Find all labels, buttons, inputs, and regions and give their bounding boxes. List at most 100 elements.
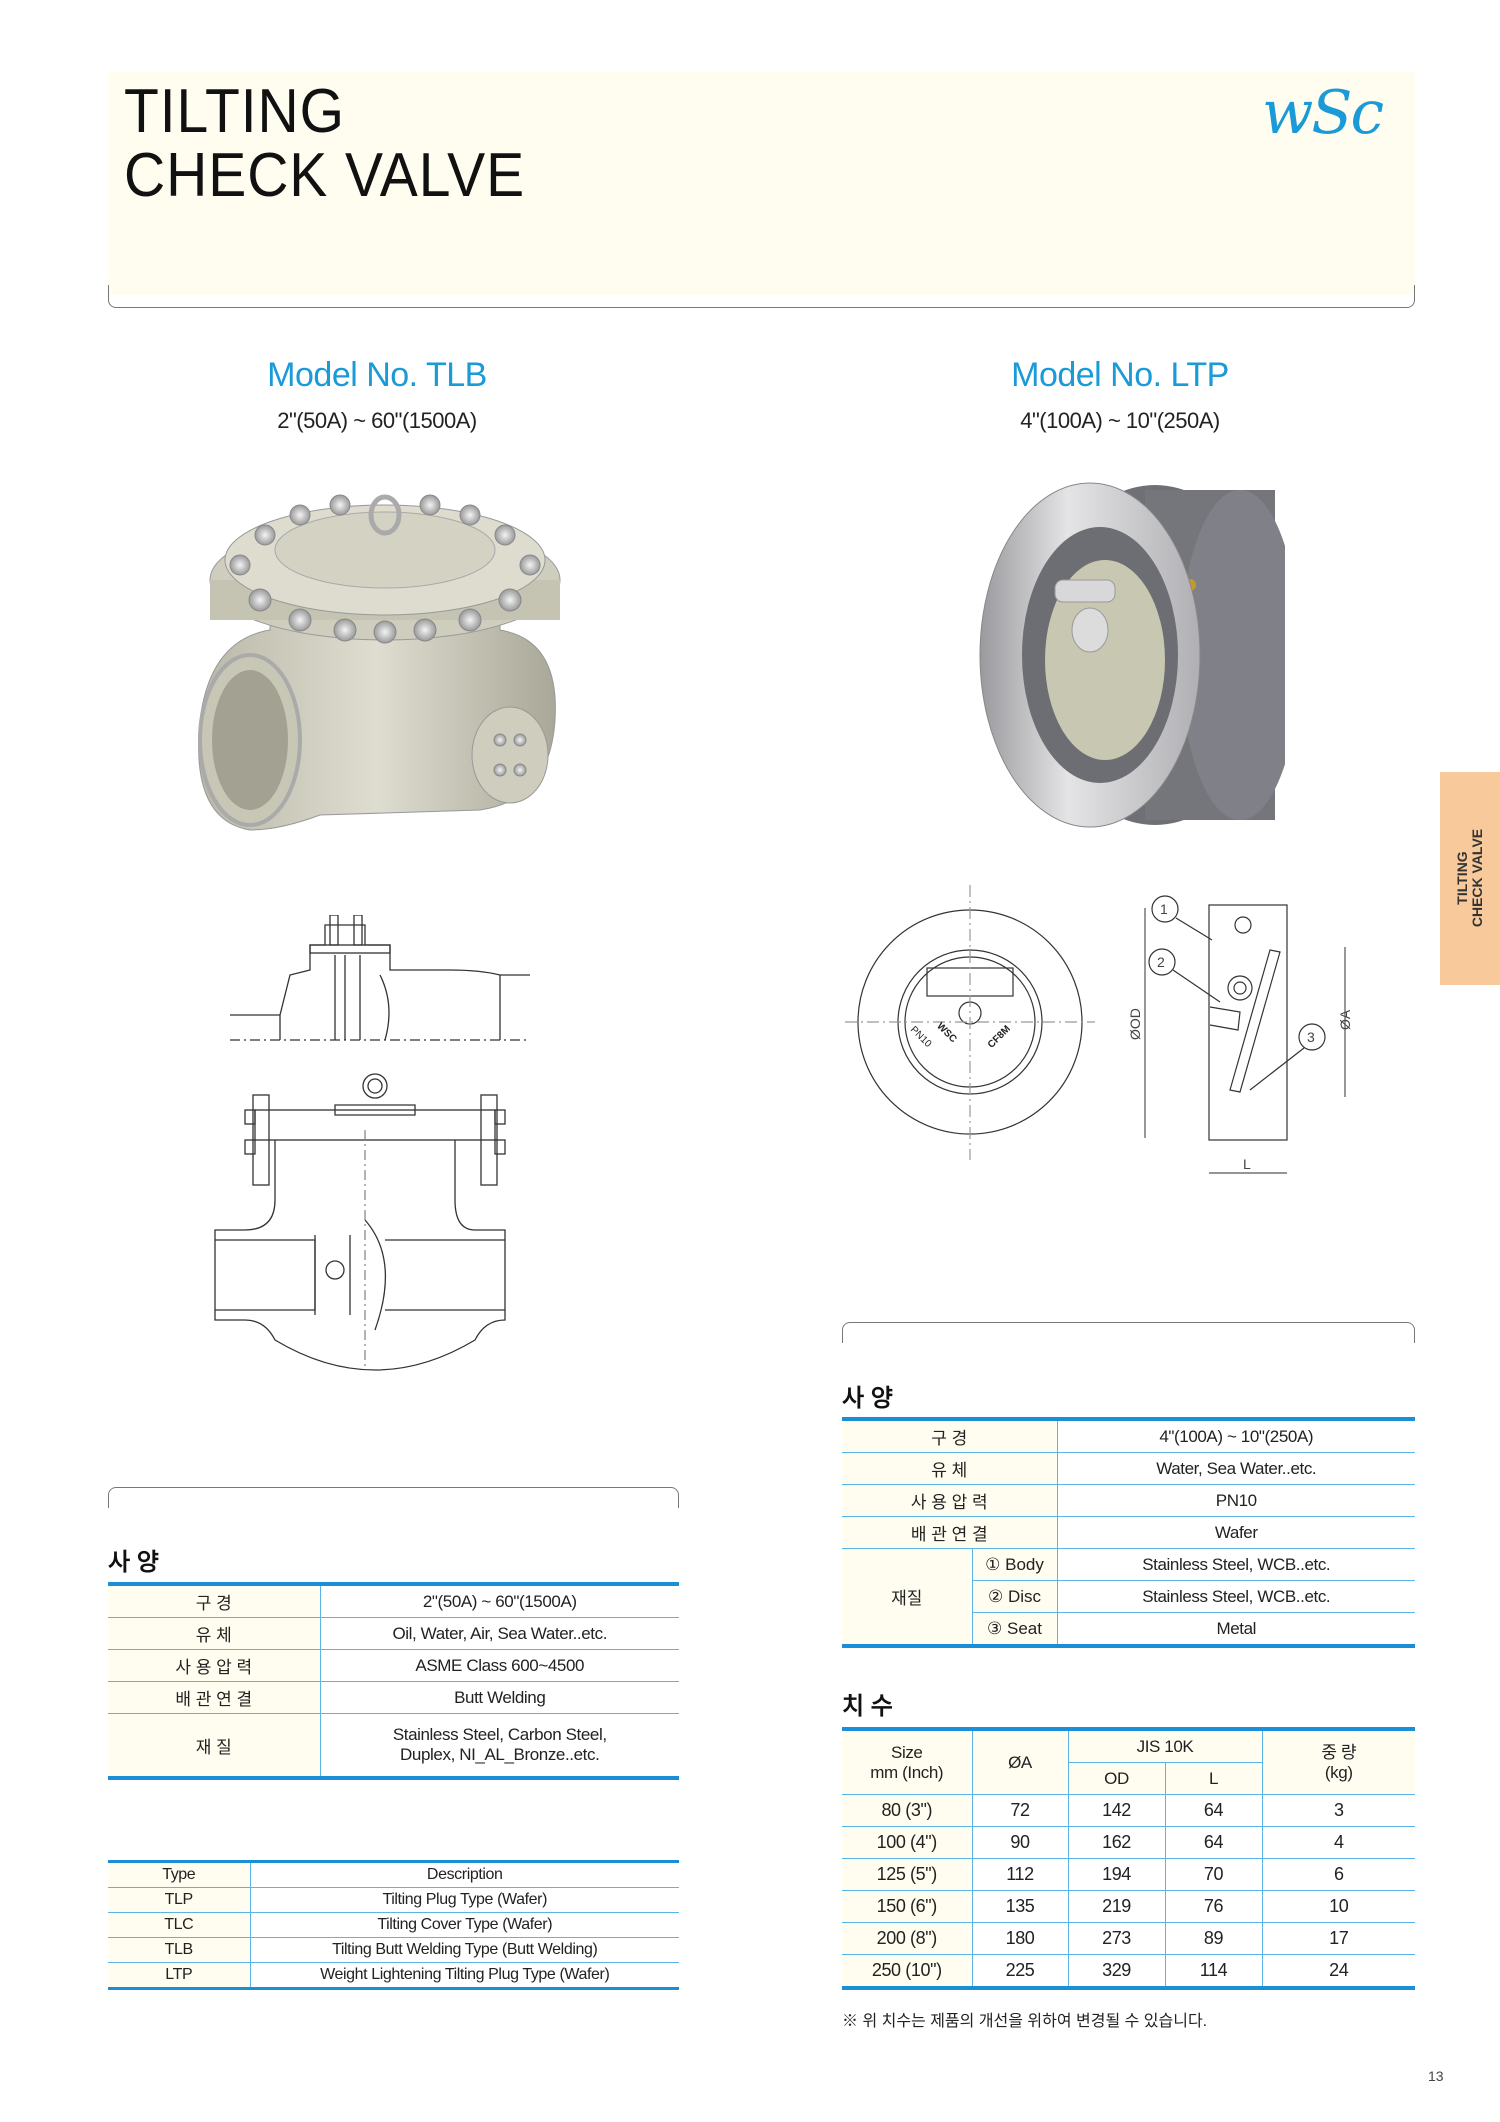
cell-type: TLC (108, 1912, 251, 1938)
model-ltp-title: Model No. LTP (1011, 356, 1229, 394)
cell-a: 72 (971, 1794, 1069, 1827)
spec-label: 배 관 연 결 (108, 1681, 321, 1714)
spec-value: Water, Sea Water..etc. (1057, 1452, 1415, 1485)
side-tab-line-1: TILTING (1454, 851, 1470, 905)
col-description: Description (250, 1861, 679, 1888)
wsc-logo: wSc (1262, 78, 1384, 148)
col-weight-line-1: 중 량 (1321, 1742, 1357, 1762)
cell-description: Tilting Cover Type (Wafer) (250, 1912, 679, 1938)
cell-od: 162 (1067, 1826, 1166, 1859)
callout-3: 3 (1307, 1029, 1315, 1045)
label-wsc: WSC (934, 1021, 958, 1045)
col-od: OD (1068, 1762, 1166, 1795)
cell-weight: 3 (1261, 1794, 1415, 1827)
model-ltp-size: 4"(100A) ~ 10"(250A) (1020, 408, 1220, 433)
dim-a-label: ØA (1337, 1009, 1353, 1030)
material-label: 재질 (842, 1548, 973, 1647)
spec-label: 유 체 (842, 1452, 1058, 1485)
cell-description: Tilting Plug Type (Wafer) (250, 1887, 679, 1913)
col-type: Type (108, 1861, 251, 1888)
side-tab-label: TILTING CHECK VALVE (1454, 829, 1485, 927)
spec-label: 유 체 (108, 1617, 321, 1650)
spec-label: 사 용 압 력 (842, 1484, 1058, 1517)
tlb-front-section-drawing (214, 1073, 506, 1371)
material-value: Stainless Steel, WCB..etc. (1057, 1580, 1415, 1613)
cell-size: 80 (3") (842, 1794, 973, 1827)
side-tab[interactable]: TILTING CHECK VALVE (1440, 772, 1500, 985)
title-line-1: TILTING (124, 77, 345, 146)
tlb-section-bracket (108, 1487, 679, 1508)
cell-size: 125 (5") (842, 1858, 973, 1891)
label-pn10: PN10 (908, 1024, 934, 1050)
cell-type: LTP (108, 1962, 251, 1989)
cell-l: 64 (1164, 1794, 1263, 1827)
spec-value: 4"(100A) ~ 10"(250A) (1057, 1419, 1415, 1453)
spec-value: 2"(50A) ~ 60"(1500A) (320, 1584, 679, 1618)
cell-a: 112 (971, 1858, 1069, 1891)
ltp-section-bracket (842, 1322, 1415, 1343)
col-group-jis: JIS 10K (1067, 1729, 1263, 1763)
tlb-spec-title: 사 양 (108, 1549, 159, 1576)
dimensions-note: ※ 위 치수는 제품의 개선을 위하여 변경될 수 있습니다. (842, 2013, 1208, 2030)
cell-od: 219 (1067, 1890, 1166, 1923)
cell-weight: 6 (1261, 1858, 1415, 1891)
cell-l: 70 (1164, 1858, 1263, 1891)
cell-size: 250 (10") (842, 1954, 973, 1989)
dimensions-title: 치 수 (842, 1693, 893, 1720)
col-size-line-2: mm (Inch) (870, 1762, 944, 1782)
header-divider (108, 285, 1415, 308)
cell-od: 194 (1067, 1858, 1166, 1891)
cell-l: 76 (1164, 1890, 1263, 1923)
cell-a: 135 (971, 1890, 1069, 1923)
material-value: Metal (1057, 1612, 1415, 1647)
cell-weight: 17 (1261, 1922, 1415, 1955)
cell-description: Weight Lightening Tilting Plug Type (Waf… (250, 1962, 679, 1989)
cell-l: 114 (1164, 1954, 1263, 1989)
spec-label: 구 경 (842, 1419, 1058, 1453)
tlb-top-section-drawing (230, 915, 530, 1041)
material-part: ① Body (972, 1548, 1058, 1581)
material-part: ③ Seat (972, 1612, 1058, 1647)
cell-size: 200 (8") (842, 1922, 973, 1955)
cell-description: Tilting Butt Welding Type (Butt Welding) (250, 1937, 679, 1963)
cell-l: 89 (1164, 1922, 1263, 1955)
cell-od: 329 (1067, 1954, 1166, 1989)
ltp-technical-drawing: PN10 WSC CF8M ØOD ØA L 1 2 3 (845, 885, 1353, 1174)
callout-2: 2 (1157, 954, 1165, 970)
col-weight-line-2: (kg) (1324, 1762, 1353, 1782)
spec-value: ASME Class 600~4500 (320, 1649, 679, 1682)
spec-label: 재 질 (108, 1713, 321, 1779)
cell-a: 90 (971, 1826, 1069, 1859)
col-size-line-1: Size (891, 1742, 923, 1762)
spec-value: Stainless Steel, Carbon Steel,Duplex, NI… (320, 1713, 679, 1779)
model-tlb-size: 2"(50A) ~ 60"(1500A) (277, 408, 477, 433)
dim-l-label: L (1243, 1156, 1251, 1172)
cell-type: TLB (108, 1937, 251, 1963)
material-value: Stainless Steel, WCB..etc. (1057, 1548, 1415, 1581)
table-header-row: OD L (842, 1762, 1415, 1795)
